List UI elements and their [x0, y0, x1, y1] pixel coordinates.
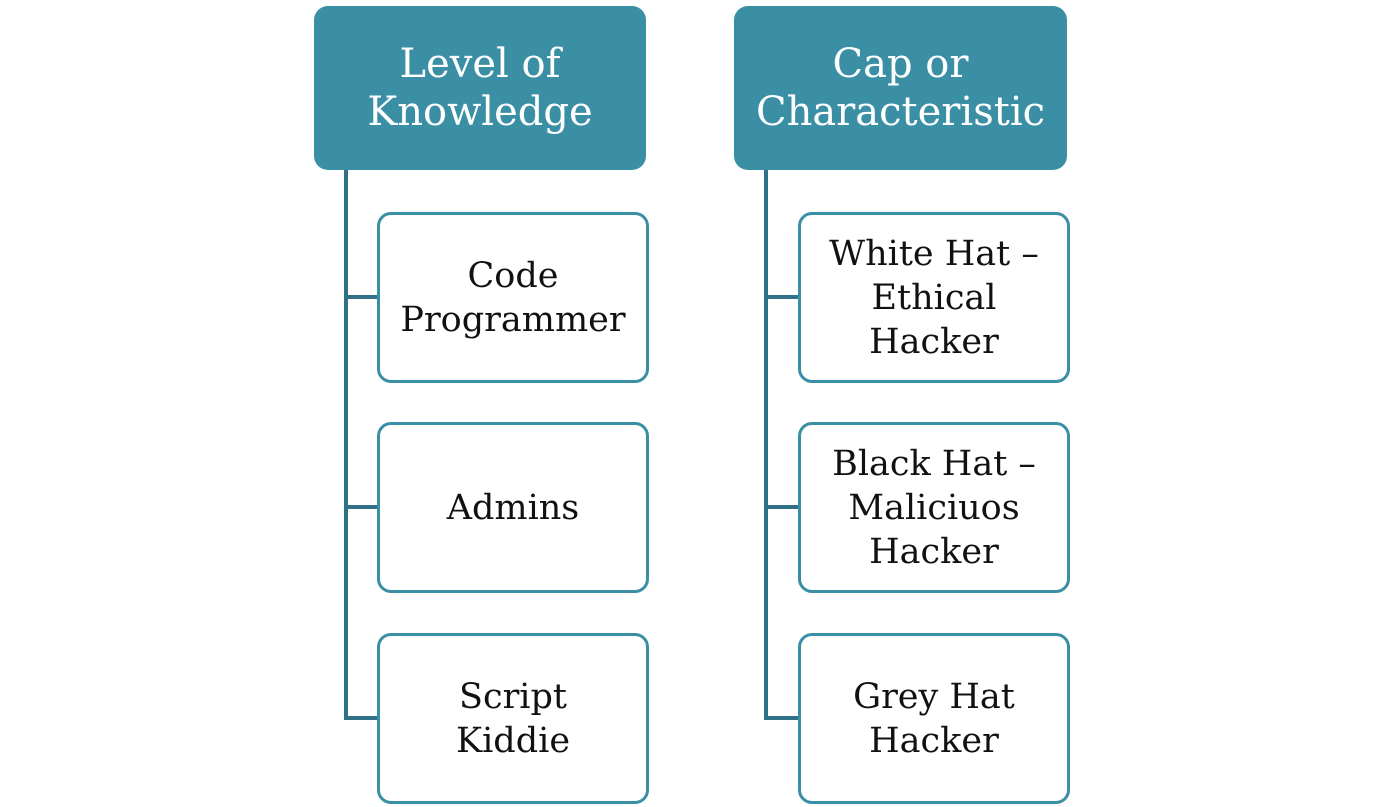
node-script-kiddie: Script Kiddie [377, 633, 649, 804]
connector-branch-left-3 [344, 716, 380, 720]
connector-branch-right-3 [764, 716, 801, 720]
header-cap-or-characteristic: Cap or Characteristic [734, 6, 1067, 170]
node-white-hat: White Hat – Ethical Hacker [798, 212, 1070, 383]
node-black-hat: Black Hat – Maliciuos Hacker [798, 422, 1070, 593]
node-label: Admins [446, 487, 580, 528]
node-label: Grey Hat Hacker [853, 676, 1015, 761]
node-label: Black Hat – Maliciuos Hacker [832, 443, 1036, 572]
node-label: Code Programmer [400, 255, 626, 340]
connector-trunk-right [764, 170, 768, 720]
node-label: Script Kiddie [455, 676, 571, 761]
connector-branch-right-1 [764, 295, 801, 299]
header-label: Level of Knowledge [367, 41, 593, 135]
node-code-programmer: Code Programmer [377, 212, 649, 383]
header-label: Cap or Characteristic [755, 41, 1046, 135]
header-level-of-knowledge: Level of Knowledge [314, 6, 646, 170]
connector-branch-left-1 [344, 295, 380, 299]
node-label: White Hat – Ethical Hacker [829, 233, 1039, 362]
node-admins: Admins [377, 422, 649, 593]
connector-branch-left-2 [344, 505, 380, 509]
connector-branch-right-2 [764, 505, 801, 509]
connector-trunk-left [344, 170, 348, 720]
node-grey-hat: Grey Hat Hacker [798, 633, 1070, 804]
